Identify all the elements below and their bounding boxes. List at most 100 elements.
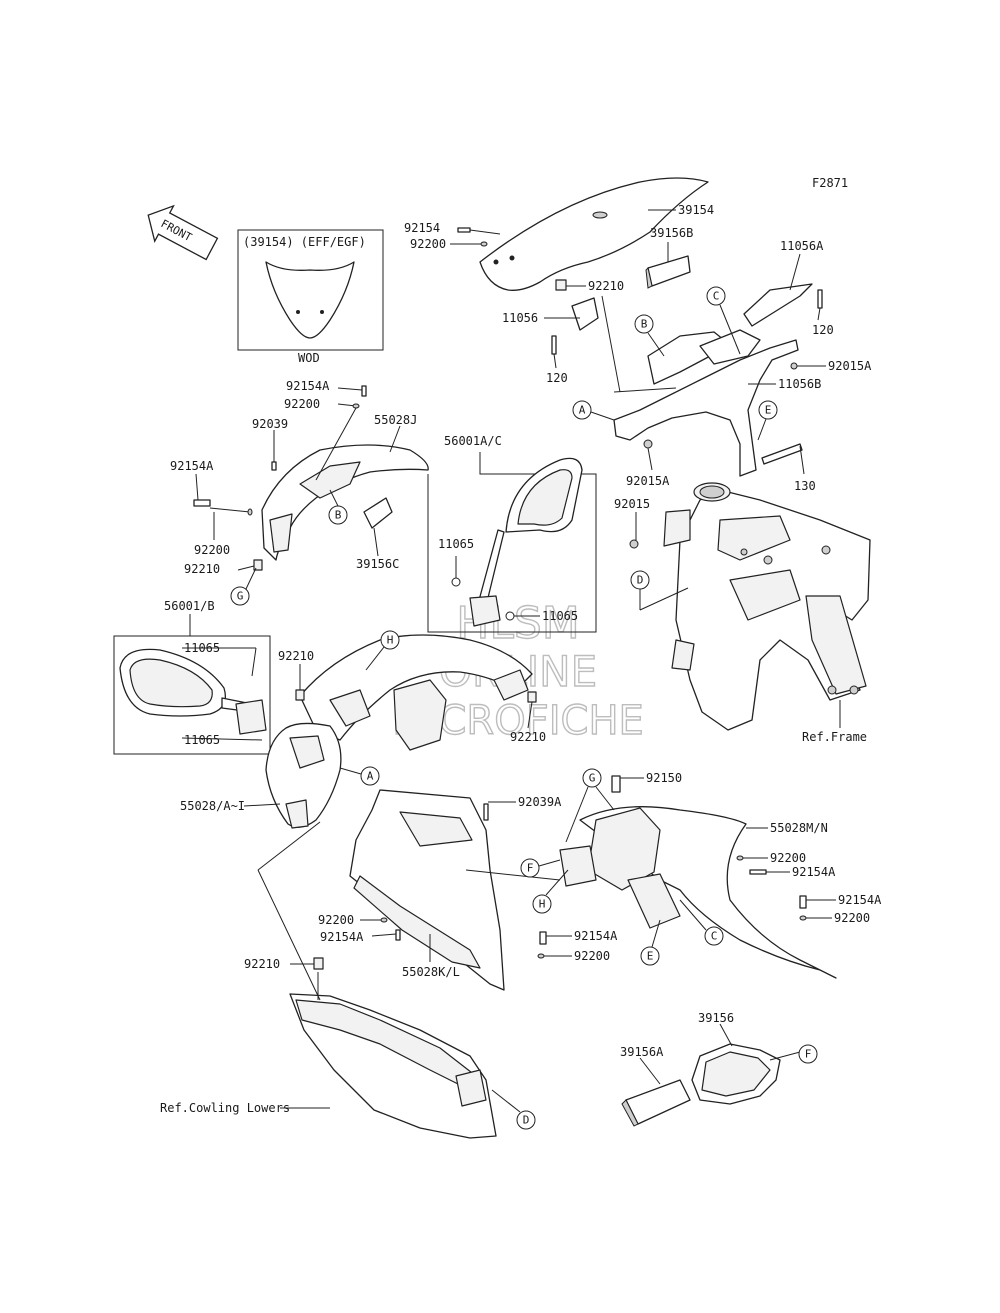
label-92015a-mid: 92015A bbox=[626, 474, 670, 488]
label-92150: 92150 bbox=[646, 771, 682, 785]
callout-g1: G bbox=[230, 586, 250, 606]
label-120-a: 120 bbox=[812, 323, 834, 337]
label-11065-c: 11065 bbox=[184, 641, 220, 655]
label-11056b: 11056B bbox=[778, 377, 821, 391]
ref-cowling-lowers-label: Ref.Cowling Lowers bbox=[160, 1101, 290, 1115]
label-92210-top: 92210 bbox=[588, 279, 624, 293]
windshield-inset-title: (39154) (EFF/EGF) bbox=[243, 235, 366, 249]
label-92154a-6: 92154A bbox=[574, 929, 618, 943]
label-92200-6: 92200 bbox=[574, 949, 610, 963]
callout-b2: B bbox=[328, 505, 348, 525]
label-92154a-1: 92154A bbox=[286, 379, 330, 393]
label-39156b: 39156B bbox=[650, 226, 693, 240]
mirror-inset-a-title: 56001A/C bbox=[444, 434, 502, 448]
callout-c2: C bbox=[704, 926, 724, 946]
callout-d1: D bbox=[630, 570, 650, 590]
label-39156: 39156 bbox=[698, 1011, 734, 1025]
label-92039: 92039 bbox=[252, 417, 288, 431]
callout-g2: G bbox=[582, 768, 602, 788]
label-92210-5: 92210 bbox=[244, 957, 280, 971]
label-92015: 92015 bbox=[614, 497, 650, 511]
svg-text:H: H bbox=[387, 634, 394, 647]
frame-assembly: Ref.Frame 92015 bbox=[614, 482, 871, 744]
front-arrow-icon: FRONT bbox=[147, 204, 219, 261]
svg-text:D: D bbox=[523, 1114, 530, 1127]
svg-text:G: G bbox=[237, 590, 244, 603]
svg-text:E: E bbox=[765, 404, 772, 417]
mirror-inset-b: 56001/B 11065 11065 bbox=[113, 599, 271, 755]
label-92154a-4: 92154A bbox=[838, 893, 882, 907]
svg-text:C: C bbox=[711, 930, 718, 943]
callout-a1: A bbox=[572, 400, 592, 420]
cowling-lowers: Ref.Cowling Lowers bbox=[160, 821, 497, 1139]
label-92200-5: 92200 bbox=[318, 913, 354, 927]
label-39156a: 39156A bbox=[620, 1045, 664, 1059]
callout-b1: B bbox=[634, 314, 654, 334]
label-92210-3: 92210 bbox=[278, 649, 314, 663]
label-55028mn: 55028M/N bbox=[770, 821, 828, 835]
label-55028-ai: 55028/A~I bbox=[180, 799, 245, 813]
label-92200-2: 92200 bbox=[194, 543, 230, 557]
side-pads: 39156 39156A bbox=[620, 1011, 801, 1127]
mirror-inset-a: 56001A/C 11065 11065 bbox=[427, 434, 597, 633]
svg-text:A: A bbox=[579, 404, 586, 417]
windshield-part: 39154 92154 92200 bbox=[404, 177, 714, 291]
svg-text:E: E bbox=[647, 950, 654, 963]
windshield-inset-caption: WOD bbox=[298, 351, 320, 365]
svg-text:F: F bbox=[805, 1048, 812, 1061]
upper-cowl-55028j: 55028J 92039 92154A 92200 92154A 92200 9… bbox=[170, 379, 429, 576]
svg-text:C: C bbox=[713, 290, 720, 303]
label-11056a: 11056A bbox=[780, 239, 824, 253]
svg-text:H: H bbox=[539, 898, 546, 911]
label-55028kl: 55028K/L bbox=[402, 965, 460, 979]
callout-f2: F bbox=[798, 1044, 818, 1064]
label-92210-4: 92210 bbox=[510, 730, 546, 744]
mirror-inset-b-title: 56001/B bbox=[164, 599, 215, 613]
label-130: 130 bbox=[794, 479, 816, 493]
front-cowl-55028: 55028/A~I bbox=[180, 722, 342, 829]
callout-c1: C bbox=[706, 286, 726, 306]
callout-e2: E bbox=[640, 946, 660, 966]
callout-h2: H bbox=[532, 894, 552, 914]
label-92200-3: 92200 bbox=[770, 851, 806, 865]
label-11056: 11056 bbox=[502, 311, 538, 325]
label-92154a-5: 92154A bbox=[320, 930, 364, 944]
label-92015a-top: 92015A bbox=[828, 359, 872, 373]
callout-h1: H bbox=[380, 630, 400, 650]
callouts: A B C E D B G H A G F H C E D F bbox=[230, 286, 818, 1130]
label-92154a-2: 92154A bbox=[170, 459, 214, 473]
label-92200-top: 92200 bbox=[410, 237, 446, 251]
svg-text:A: A bbox=[367, 770, 374, 783]
label-11065-a: 11065 bbox=[438, 537, 474, 551]
side-cowl-55028kl: 92039A 92200 92154A 92210 55028K/L bbox=[244, 789, 562, 991]
part-39156b: 39156B bbox=[645, 226, 693, 289]
label-92154a-3: 92154A bbox=[792, 865, 836, 879]
inner-fairing: 92210 92210 bbox=[278, 634, 546, 751]
label-92200-1: 92200 bbox=[284, 397, 320, 411]
label-11065-b: 11065 bbox=[542, 609, 578, 623]
label-55028j: 55028J bbox=[374, 413, 417, 427]
windshield-inset: (39154) (EFF/EGF) WOD bbox=[237, 229, 384, 365]
svg-text:B: B bbox=[335, 509, 342, 522]
ref-frame-label: Ref.Frame bbox=[802, 730, 867, 744]
callout-f1: F bbox=[520, 858, 540, 878]
figure-id: F2871 bbox=[812, 176, 848, 190]
svg-text:F: F bbox=[527, 862, 534, 875]
callout-d2: D bbox=[516, 1110, 536, 1130]
mount-bracket-left: 92210 11056 120 bbox=[502, 279, 624, 385]
label-39156c: 39156C bbox=[356, 557, 399, 571]
label-92154-top: 92154 bbox=[404, 221, 440, 235]
svg-text:G: G bbox=[589, 772, 596, 785]
mount-bracket-right: 11056A 120 92015A bbox=[743, 239, 872, 373]
label-92200-4: 92200 bbox=[834, 911, 870, 925]
label-120-b: 120 bbox=[546, 371, 568, 385]
stay-frame-11056b: 11056B 92015A 130 bbox=[601, 295, 821, 493]
label-92039a: 92039A bbox=[518, 795, 562, 809]
side-panel-55028mn: 55028M/N 92150 92200 92154A 92154A 92200… bbox=[465, 771, 882, 979]
callout-a2: A bbox=[360, 766, 380, 786]
svg-text:B: B bbox=[641, 318, 648, 331]
label-11065-d: 11065 bbox=[184, 733, 220, 747]
callout-e1: E bbox=[758, 400, 778, 420]
